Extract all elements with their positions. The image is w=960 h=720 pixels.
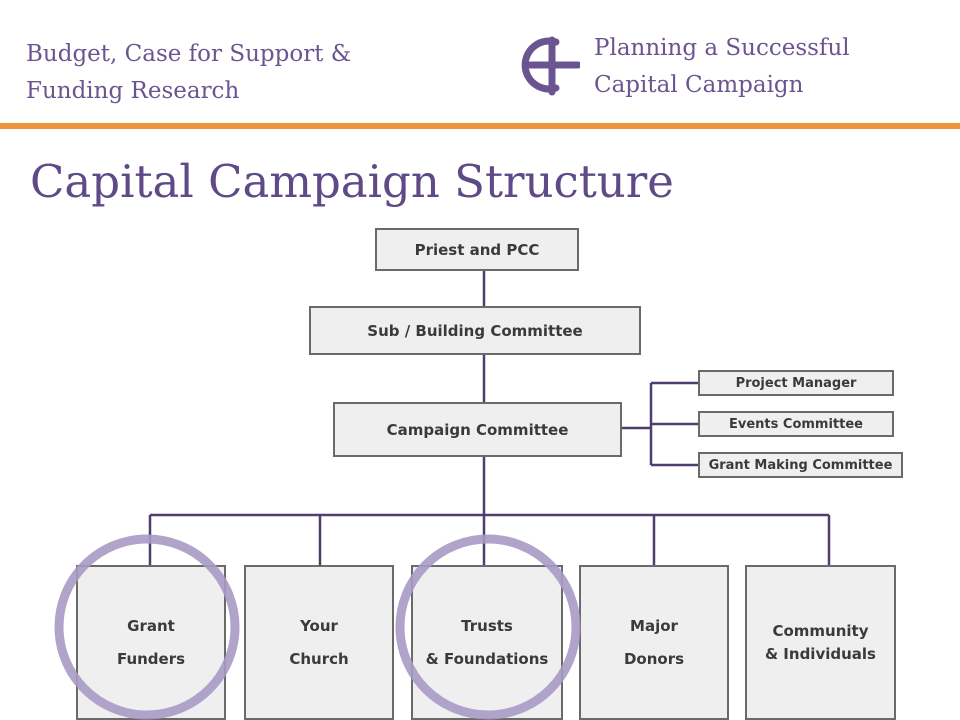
- header-left-line2: Funding Research: [26, 78, 240, 104]
- header-right-line2: Capital Campaign: [594, 72, 804, 98]
- org-box-community-individuals: Community & Individuals: [745, 565, 896, 720]
- org-box-project-manager: Project Manager: [698, 370, 894, 396]
- org-box-campaign-committee: Campaign Committee: [333, 402, 622, 457]
- header-left-line1: Budget, Case for Support &: [26, 41, 352, 67]
- header-right-title: Planning a Successful Capital Campaign: [594, 30, 934, 104]
- org-box-major-donors-line1: Major: [630, 616, 678, 635]
- header-left-title: Budget, Case for Support & Funding Resea…: [26, 36, 386, 110]
- header-right-line1: Planning a Successful: [594, 35, 850, 61]
- org-box-community-individuals-line2: & Individuals: [765, 644, 876, 663]
- org-box-your-church-line2: Church: [289, 649, 349, 668]
- org-box-major-donors-line2: Donors: [623, 649, 685, 668]
- org-box-grant-funders-line1: Grant: [127, 616, 175, 635]
- org-box-trusts-foundations-line2: & Foundations: [425, 649, 549, 668]
- org-box-sub-building-committee: Sub / Building Committee: [309, 306, 641, 355]
- org-box-events-committee: Events Committee: [698, 411, 894, 437]
- org-box-your-church: Your Church: [244, 565, 394, 720]
- org-box-grant-funders: Grant Funders: [76, 565, 226, 720]
- org-box-your-church-line1: Your: [300, 616, 338, 635]
- org-box-trusts-foundations-line1: Trusts: [461, 616, 513, 635]
- org-box-trusts-foundations: Trusts & Foundations: [411, 565, 563, 720]
- slide-title: Capital Campaign Structure: [30, 155, 674, 208]
- org-box-grant-making-committee: Grant Making Committee: [698, 452, 903, 478]
- org-box-priest-pcc: Priest and PCC: [375, 228, 579, 271]
- org-box-major-donors: Major Donors: [579, 565, 729, 720]
- header-divider: [0, 123, 960, 129]
- org-box-grant-funders-line2: Funders: [116, 649, 186, 668]
- diocese-cross-logo-icon: [521, 36, 580, 96]
- org-box-community-individuals-line1: Community: [772, 621, 869, 640]
